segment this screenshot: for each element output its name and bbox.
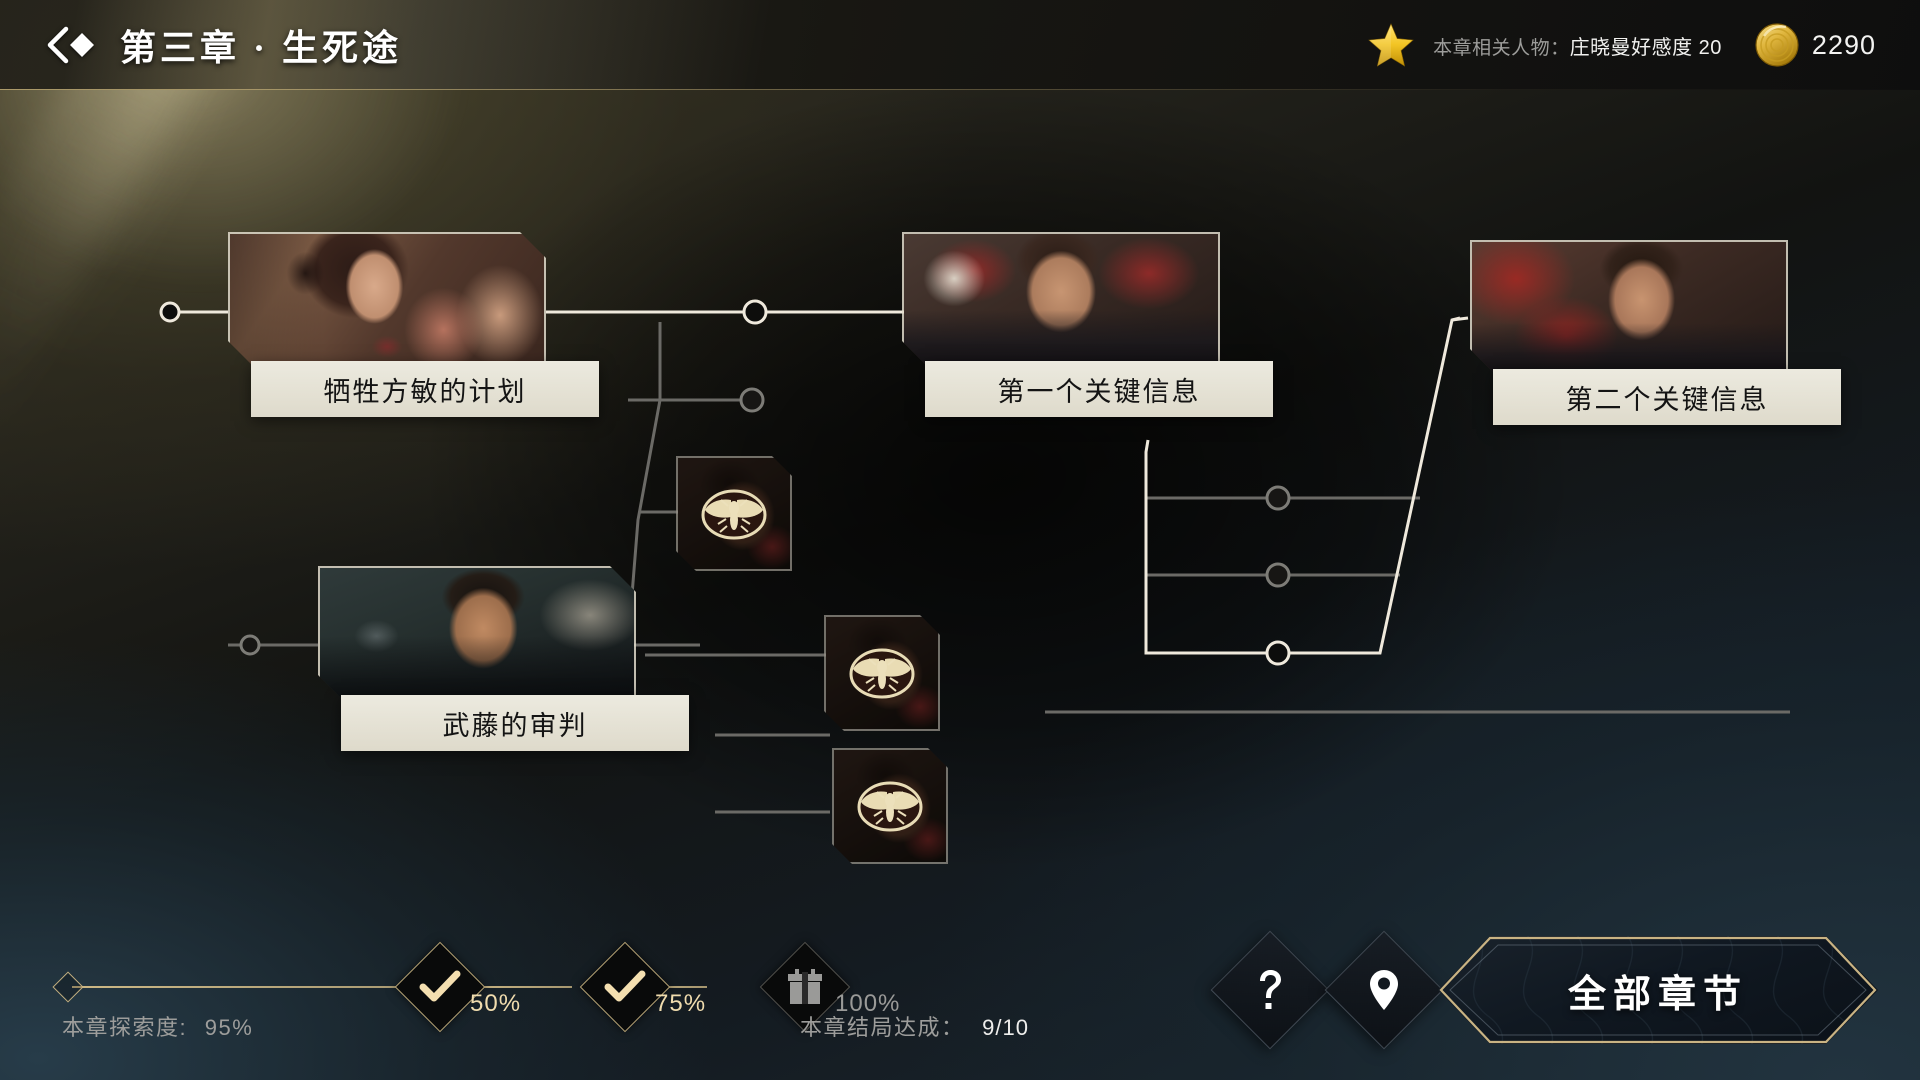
ending-value: 9/10	[982, 1015, 1029, 1040]
back-chevron-diamond-icon	[47, 26, 94, 64]
top-header-bar: 第三章 · 生死途 本章相关人物： 庄晓曼好感度 20	[0, 0, 1920, 90]
coin-amount: 2290	[1811, 29, 1876, 60]
affinity-label: 本章相关人物：	[1433, 37, 1570, 59]
milestone-75[interactable]	[579, 941, 671, 1033]
node-label: 武藤的审判	[341, 695, 689, 751]
gold-coin-icon	[1755, 23, 1799, 67]
story-node-card[interactable]: 第二个关键信息	[1470, 240, 1841, 425]
header-status-group: 本章相关人物： 庄晓曼好感度 20	[1367, 0, 1876, 90]
all-chapters-button[interactable]: 全部章节	[1438, 936, 1878, 1044]
map-locations-button[interactable]	[1324, 930, 1444, 1050]
all-chapters-label: 全部章节	[1567, 973, 1748, 1016]
story-node-card[interactable]: 武藤的审判	[318, 566, 689, 751]
node-thumbnail	[318, 566, 636, 701]
check-icon	[604, 970, 646, 1002]
back-button[interactable]	[44, 17, 100, 73]
moth-emblem-icon	[843, 645, 921, 701]
moth-emblem-icon	[695, 486, 773, 542]
chapter-affinity: 本章相关人物： 庄晓曼好感度 20	[1433, 31, 1722, 60]
check-icon	[419, 970, 461, 1002]
node-thumbnail	[1470, 240, 1788, 375]
progress-segment	[72, 986, 427, 988]
moth-emblem-icon	[851, 778, 929, 834]
milestone-50-label: 50%	[470, 990, 522, 1017]
story-node-card[interactable]: 牺牲方敏的计划	[228, 232, 599, 417]
star-icon	[1368, 23, 1414, 67]
milestone-100[interactable]	[759, 941, 851, 1033]
bottom-bar: 50% 75% 100% 本章探索度: 95% 本章结局达成： 9/10	[0, 890, 1920, 1080]
exploration-value: 95%	[204, 1015, 254, 1040]
node-portrait-image	[1472, 242, 1786, 373]
milestone-75-label: 75%	[655, 990, 707, 1017]
location-pin-icon	[1370, 970, 1398, 1010]
help-button[interactable]	[1210, 930, 1330, 1050]
ending-label: 本章结局达成：	[800, 1015, 965, 1040]
gift-icon	[788, 969, 822, 1004]
ending-status: 本章结局达成： 9/10	[800, 1010, 1029, 1042]
page-title: 第三章 · 生死途	[120, 28, 403, 68]
milestone-50[interactable]	[394, 941, 486, 1033]
node-label: 牺牲方敏的计划	[251, 361, 599, 417]
locked-node[interactable]	[832, 748, 948, 864]
node-portrait-image	[320, 568, 634, 699]
milestone-100-label: 100%	[835, 990, 901, 1017]
story-node-card[interactable]: 第一个关键信息	[902, 232, 1273, 417]
currency-display[interactable]: 2290	[1754, 22, 1876, 68]
node-thumbnail	[902, 232, 1220, 367]
node-thumbnail	[228, 232, 546, 367]
progress-start-marker	[52, 971, 84, 1003]
header-background	[0, 0, 1920, 90]
progress-segment	[462, 986, 572, 988]
node-portrait-image	[230, 234, 544, 365]
locked-node[interactable]	[676, 456, 792, 571]
exploration-status: 本章探索度: 95%	[62, 1010, 253, 1042]
question-mark-icon	[1260, 970, 1281, 1009]
node-label: 第二个关键信息	[1493, 369, 1841, 425]
node-portrait-image	[904, 234, 1218, 365]
node-label: 第一个关键信息	[925, 361, 1273, 417]
affinity-value: 庄晓曼好感度 20	[1569, 36, 1722, 59]
locked-node[interactable]	[824, 615, 940, 731]
exploration-label: 本章探索度:	[62, 1015, 188, 1040]
header-divider	[0, 89, 1920, 90]
